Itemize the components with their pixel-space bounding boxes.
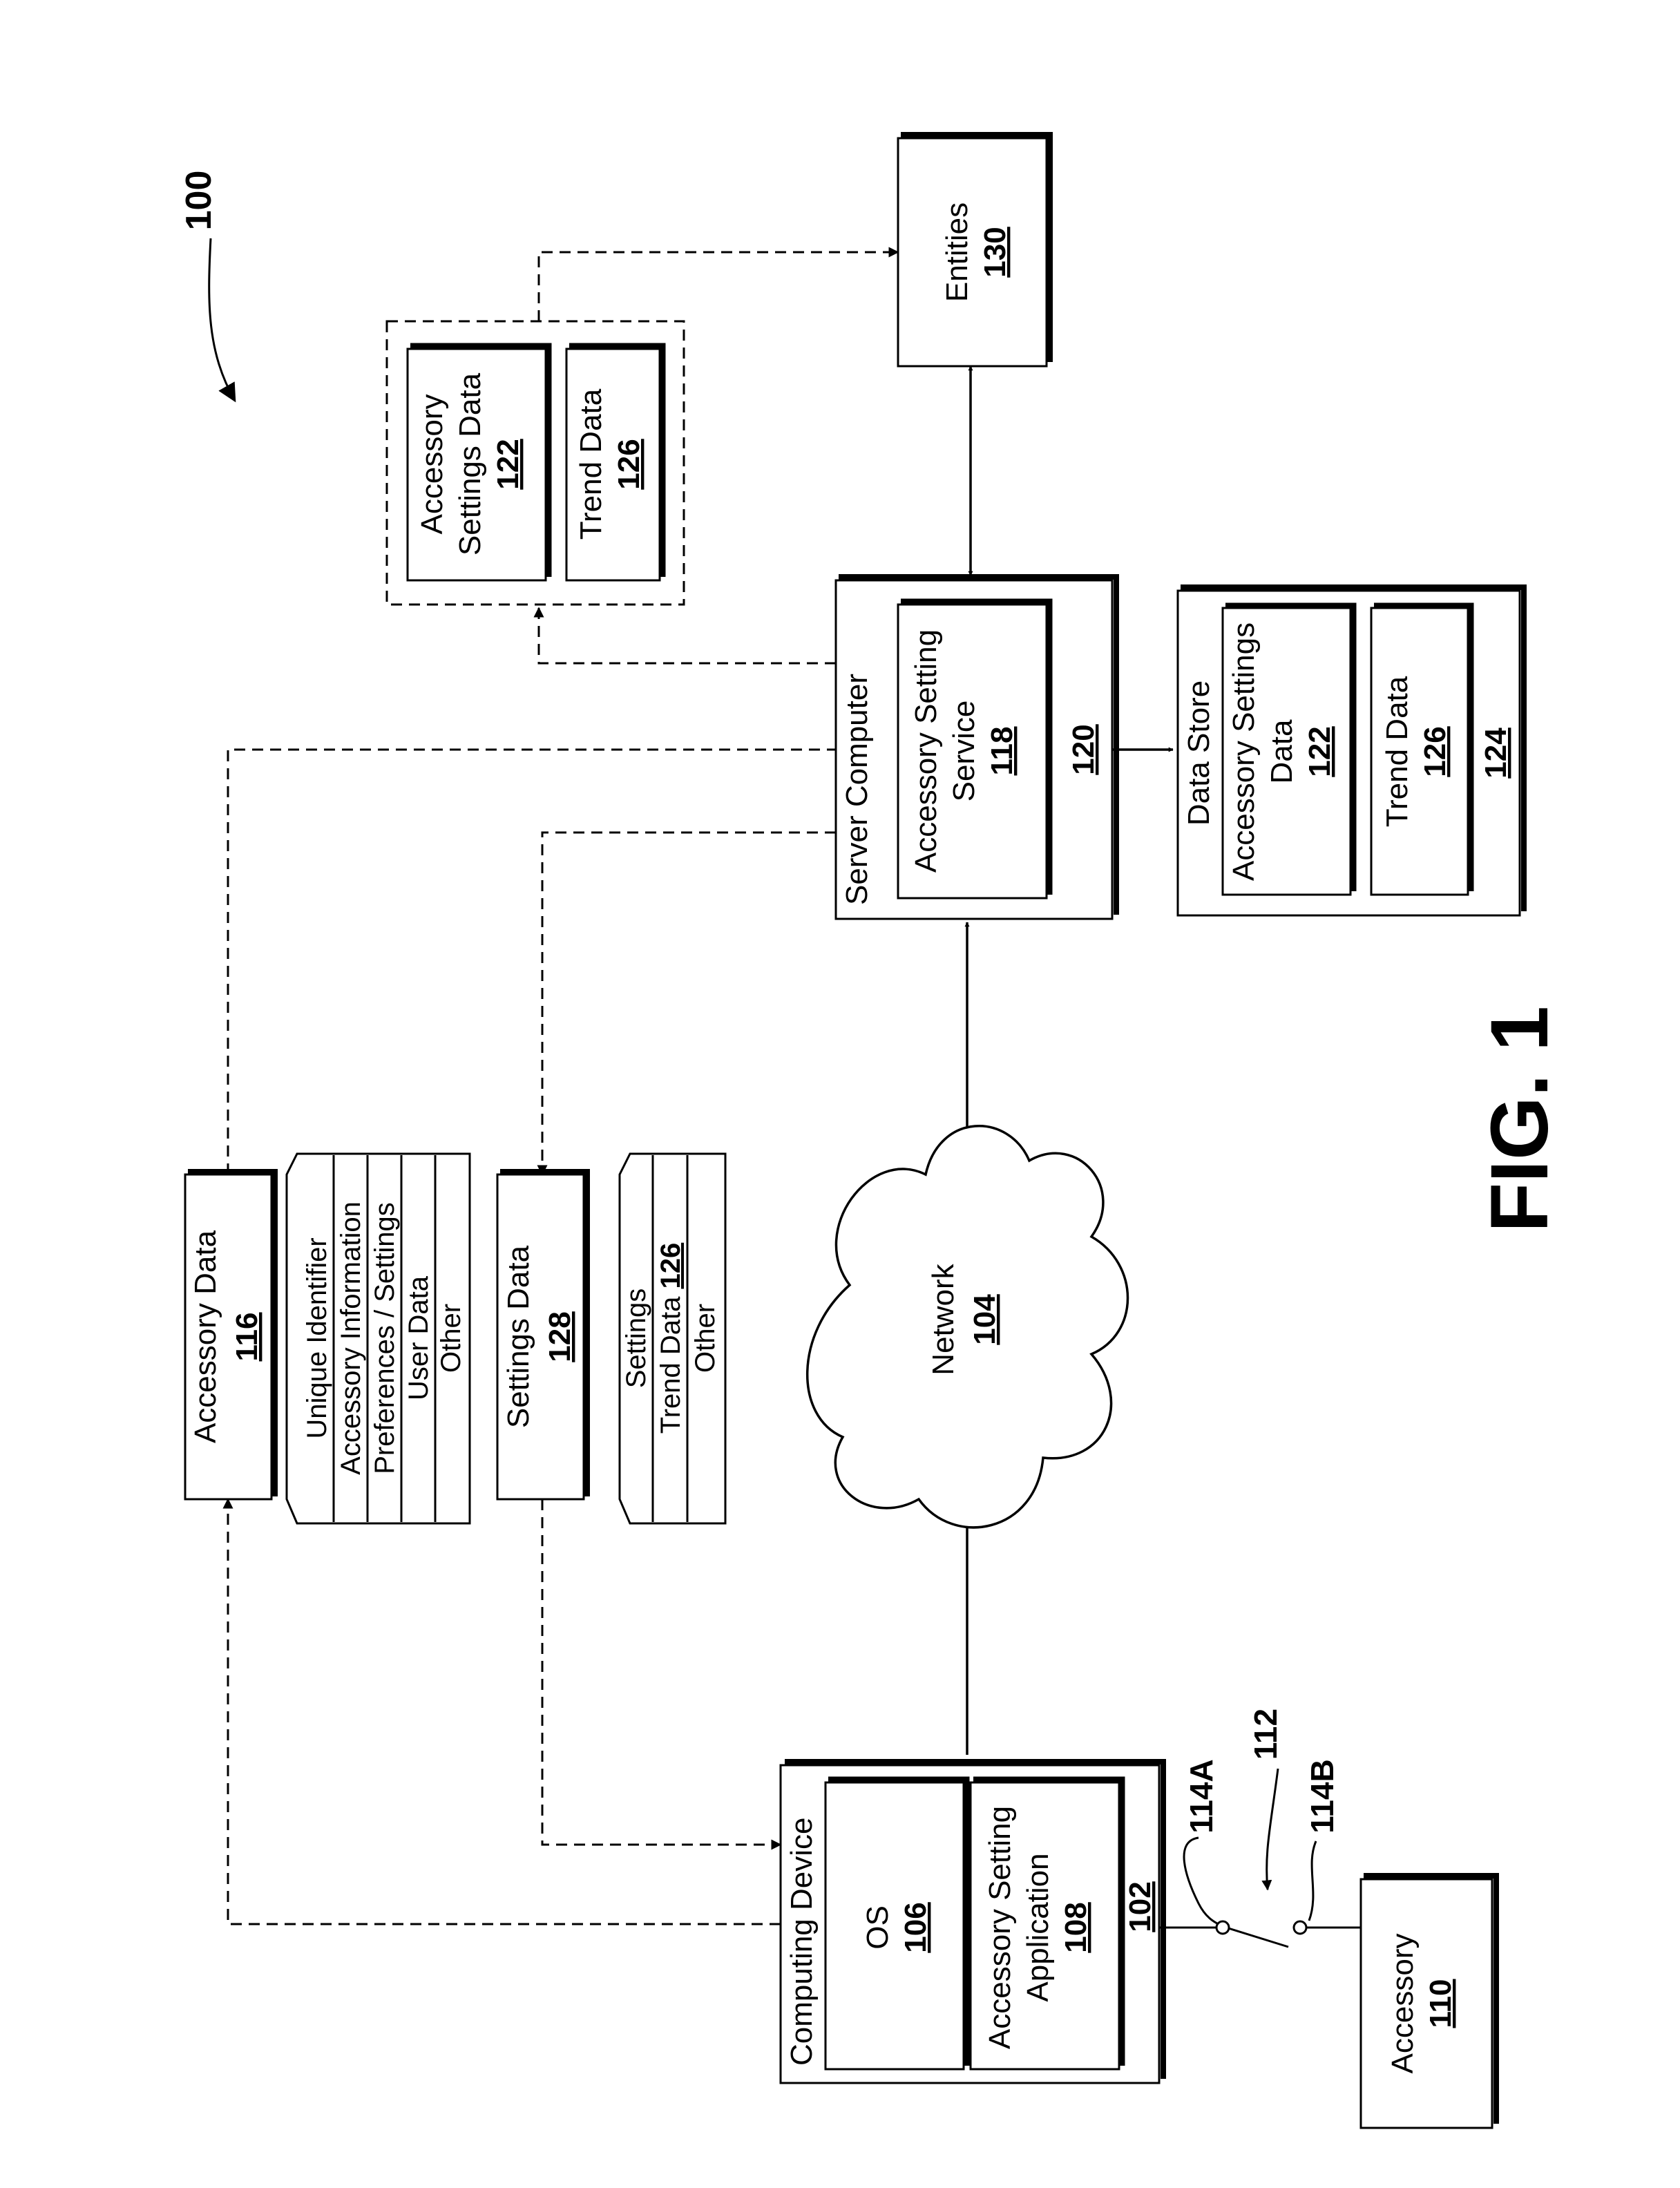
port-a-ref: 114A (1183, 1759, 1219, 1833)
datastore-settings-number: 122 (1303, 726, 1337, 777)
arrow-settings-data-to-device (542, 1499, 781, 1845)
arrow-device-to-accessory-data (228, 1499, 781, 1924)
accessory-title: Accessory (1386, 1934, 1420, 2074)
switch-line (1226, 1928, 1288, 1947)
port-b-ref: 114B (1304, 1759, 1340, 1833)
device-number: 102 (1123, 1881, 1157, 1932)
shared-settings-line2: Settings Data (453, 372, 487, 555)
accessory-data-row: User Data (403, 1275, 434, 1400)
settings-data-title: Settings Data (502, 1245, 535, 1428)
computing-device (781, 1762, 1163, 2083)
datastore-title: Data Store (1182, 681, 1216, 826)
accessory-data-row: Unique Identifier (302, 1237, 332, 1438)
accessory-data-row: Accessory Information (336, 1201, 366, 1475)
line-accessory-data-to-server (228, 750, 836, 1174)
settings-data-number: 128 (543, 1311, 577, 1362)
datastore-number: 124 (1479, 727, 1513, 779)
app-title-line2: Application (1021, 1853, 1055, 2001)
device-title: Computing Device (785, 1818, 819, 2066)
network-title: Network (926, 1263, 960, 1375)
app-number: 108 (1059, 1902, 1093, 1952)
settings-data-row-ref: 126 (656, 1243, 686, 1289)
figure-ref: 100 (179, 171, 219, 231)
shared-settings-line1: Accessory (415, 394, 449, 535)
accessory-data-row: Other (436, 1304, 466, 1373)
datastore-settings-line2: Data (1265, 719, 1299, 783)
shared-settings-number: 122 (491, 439, 525, 489)
accessory-number: 110 (1424, 1979, 1458, 2028)
entities-title: Entities (940, 202, 974, 302)
leader-100 (209, 238, 235, 401)
connection-ref: 112 (1248, 1709, 1283, 1760)
figure-label: FIG. 1 (1474, 1006, 1565, 1233)
leader-112 (1267, 1769, 1278, 1890)
arrow-server-to-shared (539, 608, 836, 663)
arrow-server-to-settings-data (542, 833, 836, 1174)
switch-terminal-b (1294, 1921, 1306, 1934)
server-title: Server Computer (840, 674, 874, 905)
entities (898, 135, 1050, 366)
accessory-data-number: 116 (230, 1313, 264, 1362)
connectors (209, 238, 1361, 1947)
shared-trend-number: 126 (612, 439, 646, 489)
os-number: 106 (899, 1902, 933, 1952)
accessory-data-title: Accessory Data (189, 1230, 222, 1443)
settings-data-row-text: Trend Data (656, 1296, 686, 1434)
app-title-line1: Accessory Setting (983, 1806, 1017, 2049)
datastore-trend-title: Trend Data (1380, 676, 1414, 827)
switch-terminal-a (1216, 1921, 1229, 1934)
datastore-trend-number: 126 (1418, 726, 1452, 777)
leader-114a (1184, 1838, 1223, 1928)
arrow-shared-to-entities (539, 252, 898, 321)
entities-number: 130 (978, 227, 1012, 277)
settings-data-row: Other (690, 1304, 720, 1373)
accessory-data-row: Preferences / Settings (370, 1202, 400, 1474)
datastore-settings-line1: Accessory Settings (1227, 622, 1261, 881)
service-number: 118 (985, 727, 1019, 776)
settings-data-row: Settings (621, 1288, 651, 1389)
server-number: 120 (1067, 724, 1100, 774)
os-title: OS (861, 1905, 895, 1950)
leader-114b (1309, 1841, 1316, 1921)
os-box (825, 1782, 964, 2069)
service-title-line1: Accessory Setting (909, 629, 943, 873)
shared-trend-title: Trend Data (574, 388, 608, 540)
service-title-line2: Service (947, 701, 981, 802)
settings-data-row: Trend Data 126 (656, 1243, 686, 1434)
network-number: 104 (968, 1294, 1002, 1345)
